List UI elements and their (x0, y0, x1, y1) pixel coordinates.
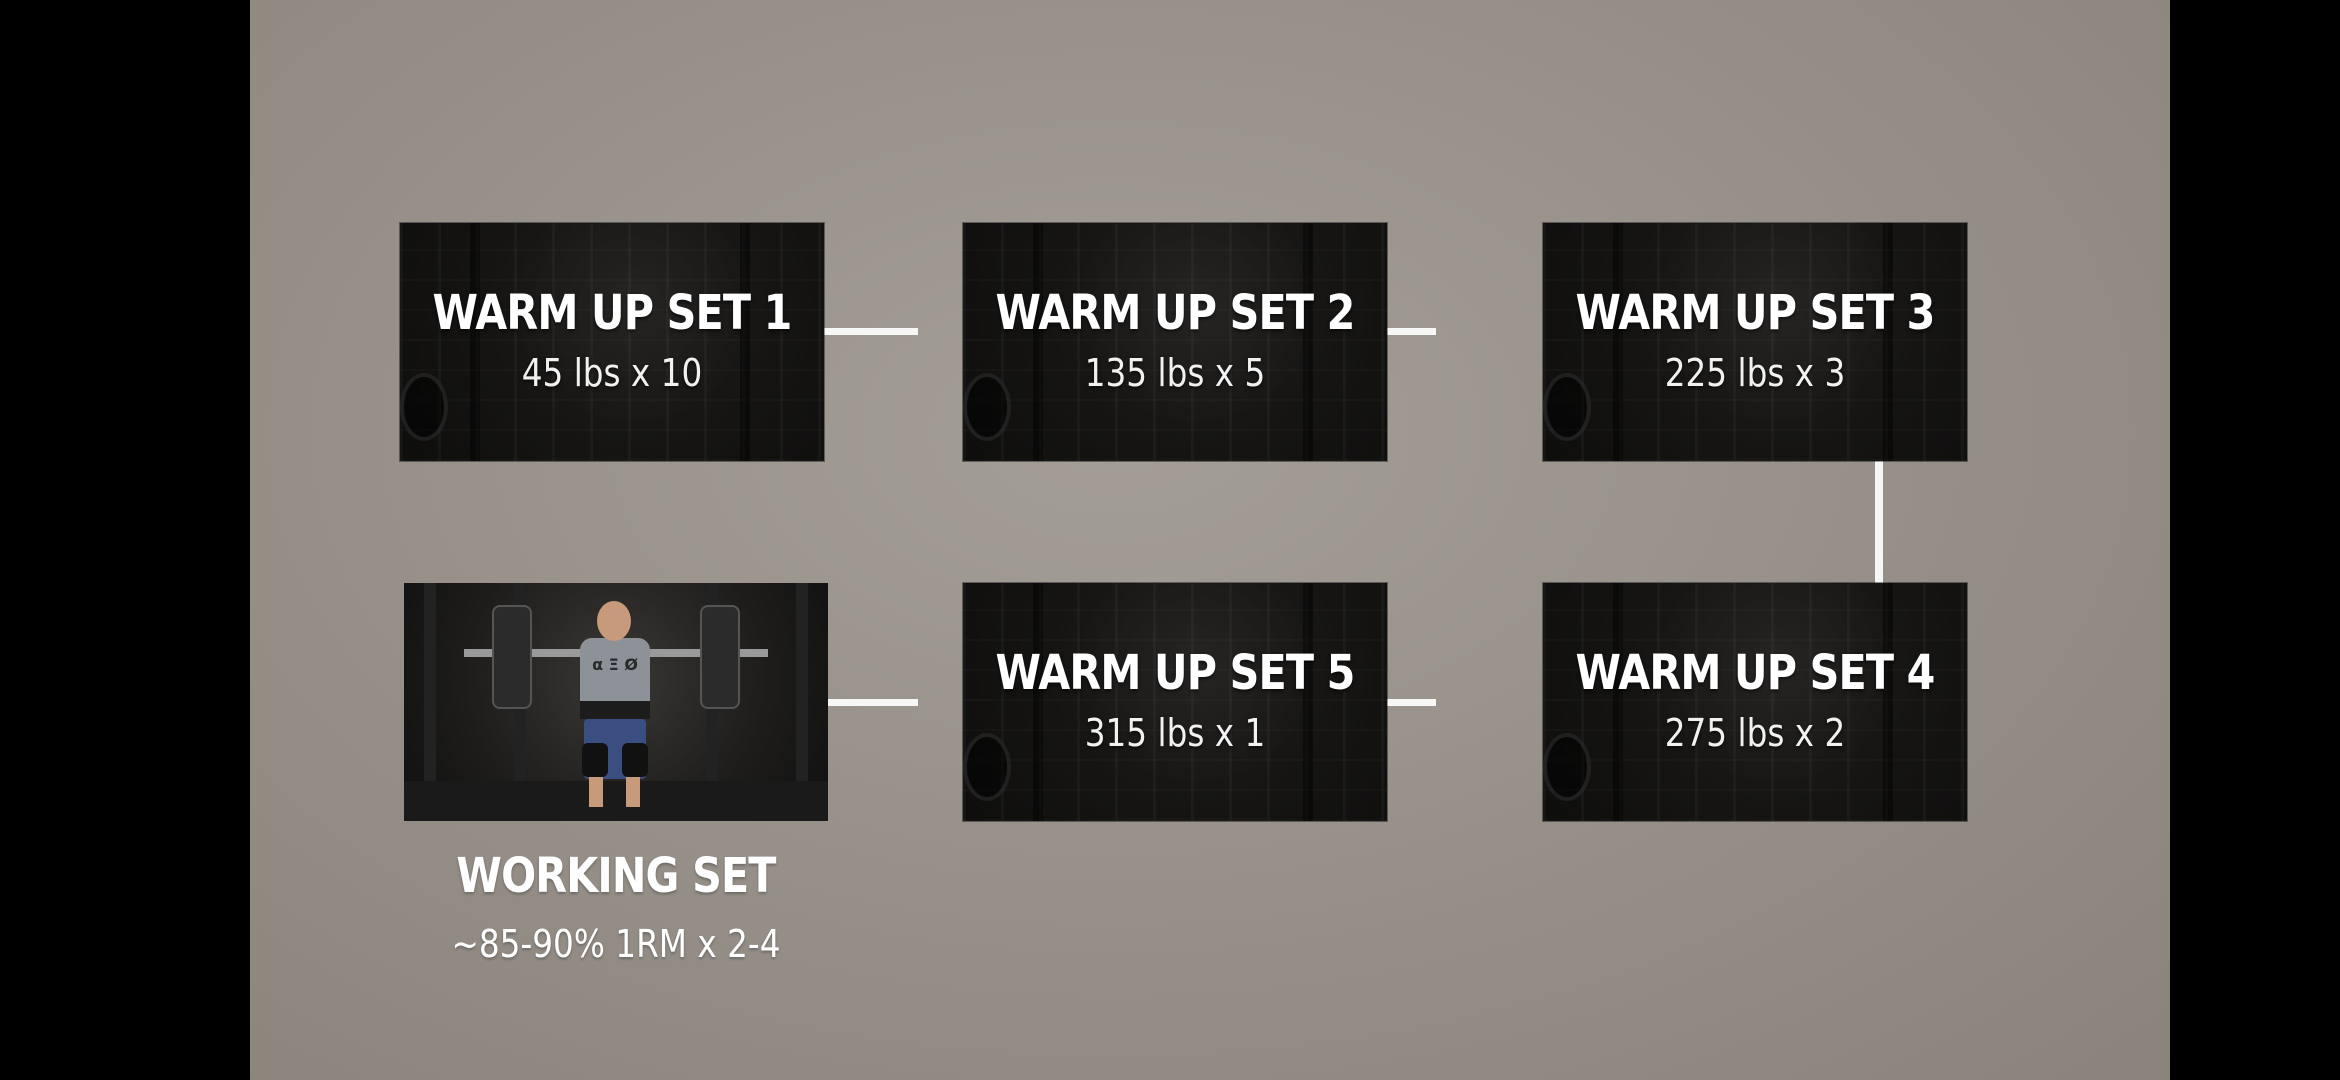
set-title: WARM UP SET 4 (1575, 645, 1935, 701)
lifter-torso (580, 638, 650, 708)
connector-5-working (828, 699, 918, 706)
warm-up-set-2-card: WARM UP SET 2 135 lbs x 5 (963, 223, 1387, 461)
plate-right (700, 605, 740, 709)
working-set-title: WORKING SET (456, 848, 776, 904)
set-detail: 135 lbs x 5 (1084, 351, 1266, 395)
set-detail: 275 lbs x 2 (1664, 711, 1846, 755)
working-set-photo: α Ξ Ø (404, 583, 828, 821)
set-detail: 45 lbs x 10 (521, 351, 703, 395)
connector-4-5 (1342, 699, 1436, 706)
set-title: WARM UP SET 1 (432, 285, 792, 341)
warm-up-set-1-card: WARM UP SET 1 45 lbs x 10 (400, 223, 824, 461)
connector-3-4 (1875, 461, 1883, 583)
connector-1-2 (824, 328, 918, 335)
knee-sleeve-left (582, 743, 608, 777)
working-set-detail: ~85-90% 1RM x 2-4 (451, 922, 781, 966)
set-title: WARM UP SET 3 (1575, 285, 1935, 341)
warm-up-set-4-card: WARM UP SET 4 275 lbs x 2 (1543, 583, 1967, 821)
set-title: WARM UP SET 2 (995, 285, 1355, 341)
set-title: WARM UP SET 5 (995, 645, 1355, 701)
set-detail: 225 lbs x 3 (1664, 351, 1846, 395)
video-frame: WARM UP SET 1 45 lbs x 10 WARM UP SET 2 … (250, 0, 2170, 1080)
plate-left (492, 605, 532, 709)
connector-2-3 (1342, 328, 1436, 335)
lifter-head (597, 601, 631, 641)
warm-up-set-5-card: WARM UP SET 5 315 lbs x 1 (963, 583, 1387, 821)
knee-sleeve-right (622, 743, 648, 777)
set-detail: 315 lbs x 1 (1084, 711, 1266, 755)
lifting-belt (580, 701, 650, 719)
warm-up-set-3-card: WARM UP SET 3 225 lbs x 3 (1543, 223, 1967, 461)
shirt-logo: α Ξ Ø (592, 655, 638, 674)
